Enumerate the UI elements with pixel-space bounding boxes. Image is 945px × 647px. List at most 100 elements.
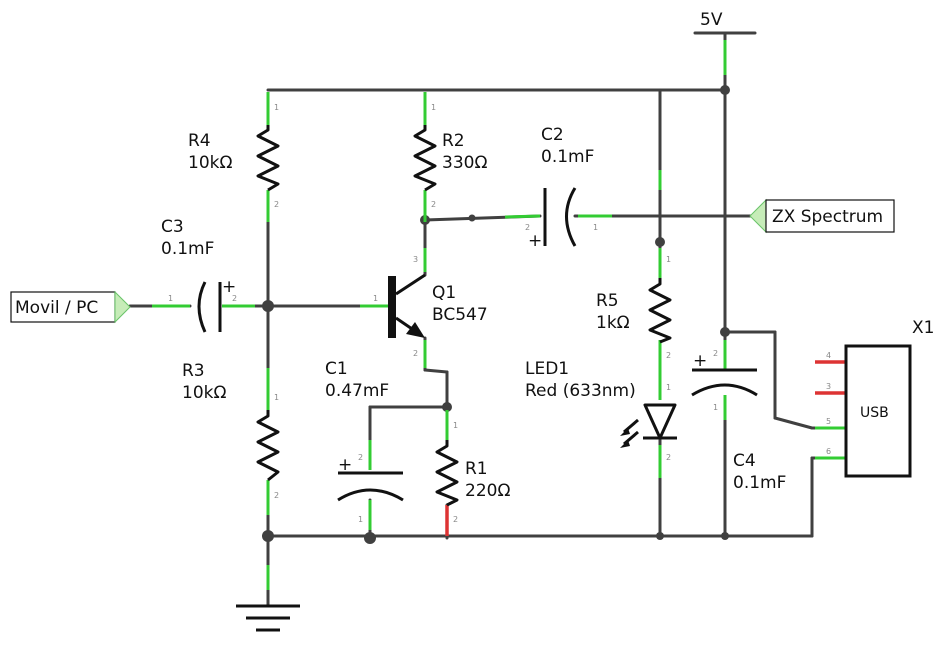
usb-connector-x1[interactable]: USB X1 4 3 5 6 <box>826 318 934 478</box>
r5-value: 1kΩ <box>596 313 630 333</box>
resistor-r2[interactable] <box>413 125 437 192</box>
ground-symbol <box>236 604 300 632</box>
led-led1[interactable] <box>620 403 677 448</box>
r2-name: R2 <box>442 131 465 151</box>
r3-name: R3 <box>182 361 205 381</box>
junction-dot <box>364 532 376 544</box>
pin-number: 1 <box>713 403 718 412</box>
resistor-zigzag <box>256 125 280 192</box>
capacitor-c4[interactable]: + <box>691 351 758 397</box>
c1-value: 0.47mF <box>325 381 389 401</box>
usb-body <box>844 344 912 478</box>
pin-number: 1 <box>373 294 378 303</box>
pin-number: 1 <box>274 393 279 402</box>
capacitor-c1[interactable]: + <box>337 455 404 502</box>
junction-dot <box>720 85 730 95</box>
pin-number: 1 <box>274 103 279 112</box>
connector-tag <box>114 290 131 324</box>
pin-number: 6 <box>826 447 831 456</box>
pin-number: 2 <box>666 351 671 360</box>
junction-dot <box>262 530 274 542</box>
pin-c2-2 <box>504 214 541 219</box>
led1-name: LED1 <box>525 359 569 379</box>
r4-value: 10kΩ <box>188 153 232 173</box>
resistor-r1[interactable] <box>435 440 459 507</box>
pin-number: 1 <box>453 421 458 430</box>
c2-value: 0.1mF <box>541 147 594 167</box>
pin-number: 2 <box>413 349 418 358</box>
pin-number: 2 <box>274 200 279 209</box>
junctions <box>262 85 730 544</box>
pin-number: 2 <box>713 349 718 358</box>
resistor-r3[interactable] <box>256 410 280 482</box>
transistor-emitter-arrow <box>406 322 425 338</box>
pin-number: 2 <box>232 294 237 303</box>
wire-emitter-h <box>423 368 449 374</box>
pin-number: 4 <box>826 351 831 360</box>
r4-name: R4 <box>188 131 211 151</box>
cap-curved-plate <box>337 488 404 502</box>
c3-value: 0.1mF <box>161 239 214 259</box>
pin-number: 1 <box>593 223 598 232</box>
pin-number: 2 <box>525 223 530 232</box>
pin-number: 2 <box>453 515 458 524</box>
q1-name: Q1 <box>432 283 456 303</box>
c4-name: C4 <box>733 451 756 471</box>
led-ray-arrow <box>620 440 630 448</box>
junction-dot <box>468 214 476 222</box>
cap-plus: + <box>528 231 542 251</box>
capacitor-c3[interactable]: + <box>197 277 236 333</box>
wires <box>128 31 848 607</box>
cap-plus: + <box>693 351 707 371</box>
c1-name: C1 <box>325 359 348 379</box>
connector-box <box>10 291 116 323</box>
pin-number: 1 <box>431 103 436 112</box>
usb-label: USB <box>860 405 889 421</box>
resistor-zigzag <box>435 440 459 507</box>
pin-number: 2 <box>666 453 671 462</box>
c4-value: 0.1mF <box>733 473 786 493</box>
pin-number: 1 <box>358 515 363 524</box>
resistor-r5[interactable] <box>648 278 672 344</box>
pin-numbers: 1 2 1 2 3 2 1 2 1 1 2 1 2 1 2 1 2 2 1 1 … <box>168 103 718 524</box>
pin-number: 3 <box>826 382 831 391</box>
component-labels: 5V R4 10kΩ R2 330Ω C2 0.1mF C3 0.1mF R3 … <box>161 10 786 501</box>
led1-value: Red (633nm) <box>525 381 636 401</box>
transistor-collector <box>395 273 426 296</box>
connector-input[interactable]: Movil / PC <box>10 290 131 324</box>
usb-name: X1 <box>912 318 934 338</box>
cap-curved-plate <box>197 281 207 333</box>
junction-dot <box>656 532 664 540</box>
cap-curved-plate <box>691 383 758 397</box>
r1-value: 220Ω <box>465 481 510 501</box>
pin-number: 2 <box>431 200 436 209</box>
power-label: 5V <box>700 10 723 30</box>
resistor-r4[interactable] <box>256 125 280 192</box>
led-triangle <box>643 403 677 440</box>
r1-name: R1 <box>465 459 488 479</box>
junction-dot <box>442 402 452 412</box>
r3-value: 10kΩ <box>182 383 226 403</box>
pin-number: 5 <box>826 417 831 426</box>
connector-tag <box>749 198 767 234</box>
c2-name: C2 <box>541 125 564 145</box>
connector-label: ZX Spectrum <box>772 207 883 227</box>
capacitor-c2[interactable]: + <box>528 187 577 251</box>
resistor-zigzag <box>413 125 437 192</box>
cap-plus: + <box>338 455 352 475</box>
pin-highlights <box>152 40 846 590</box>
pin-number: 2 <box>274 491 279 500</box>
pin-number: 1 <box>168 294 173 303</box>
junction-dot <box>721 532 729 540</box>
transistor-q1[interactable] <box>388 273 426 338</box>
junction-dot <box>262 300 274 312</box>
connector-box <box>765 199 895 233</box>
c3-name: C3 <box>161 217 184 237</box>
r2-value: 330Ω <box>442 153 487 173</box>
pin-number: 1 <box>666 383 671 392</box>
led-ray-arrow <box>620 428 630 436</box>
cap-curved-plate <box>565 187 577 247</box>
pin-number: 1 <box>666 255 671 264</box>
connector-output[interactable]: ZX Spectrum <box>749 198 895 234</box>
